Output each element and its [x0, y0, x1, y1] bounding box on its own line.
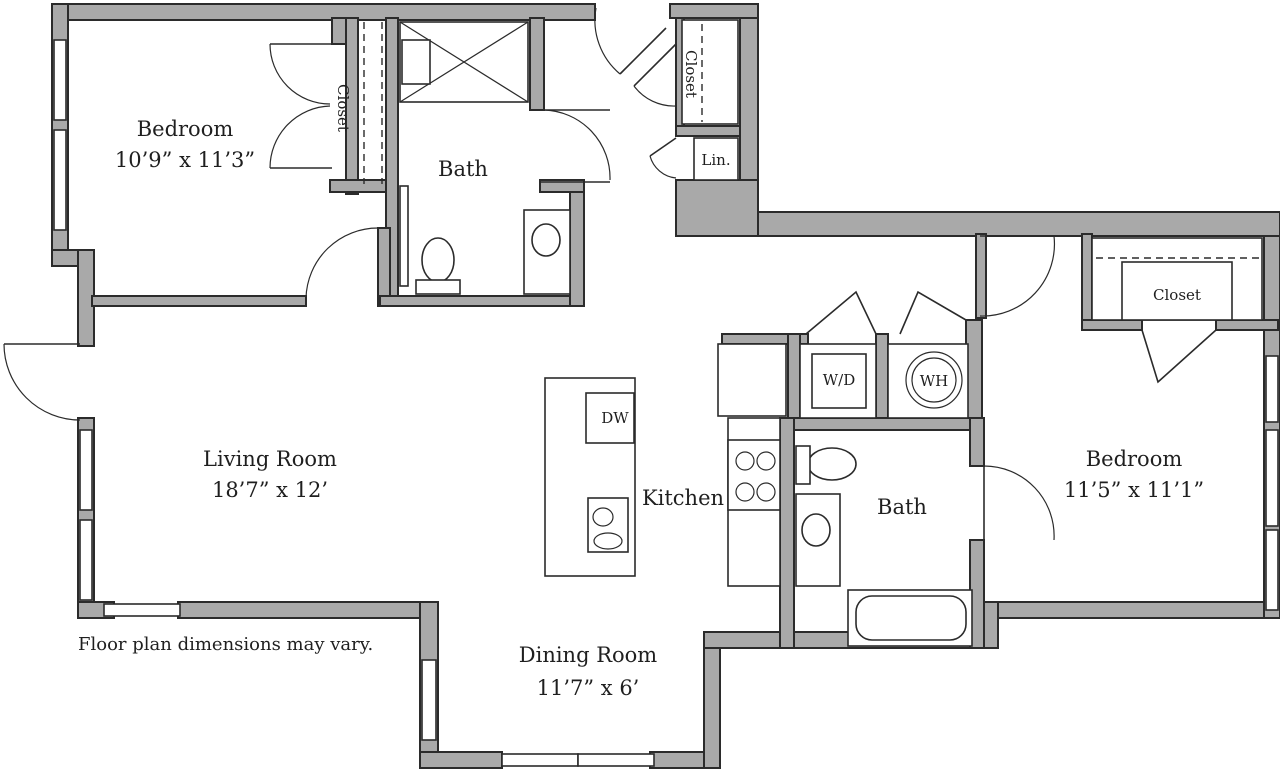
living-room-dims: 18’7” x 12’ — [212, 478, 328, 502]
disclaimer-note: Floor plan dimensions may vary. — [78, 634, 373, 655]
bedroom-2-dims: 11’5” x 11’1” — [1064, 478, 1204, 502]
closet-bedroom-1-label: Closet — [334, 84, 352, 132]
windows — [53, 39, 1279, 767]
interior-walls — [91, 17, 1279, 649]
kitchen-name: Kitchen — [642, 486, 724, 510]
room-labels: Bedroom 10’9” x 11’3” Closet Bath Closet… — [78, 50, 1204, 700]
closet-bedroom-2-label: Closet — [1153, 286, 1201, 304]
dishwasher-label: DW — [601, 409, 629, 427]
bath-1-name: Bath — [438, 157, 488, 181]
fixtures — [363, 19, 1263, 647]
doors — [3, 7, 1217, 541]
bedroom-1-name: Bedroom — [137, 117, 234, 141]
dining-room-name: Dining Room — [519, 643, 658, 667]
linen-label: Lin. — [701, 151, 730, 169]
bath-2-name: Bath — [877, 495, 927, 519]
living-room-name: Living Room — [203, 447, 337, 471]
water-heater-label: WH — [920, 372, 949, 390]
washer-dryer-label: W/D — [823, 371, 856, 389]
bedroom-2-name: Bedroom — [1086, 447, 1183, 471]
dining-room-dims: 11’7” x 6’ — [537, 676, 640, 700]
bedroom-1-dims: 10’9” x 11’3” — [115, 148, 255, 172]
closet-hall-label: Closet — [682, 50, 700, 98]
